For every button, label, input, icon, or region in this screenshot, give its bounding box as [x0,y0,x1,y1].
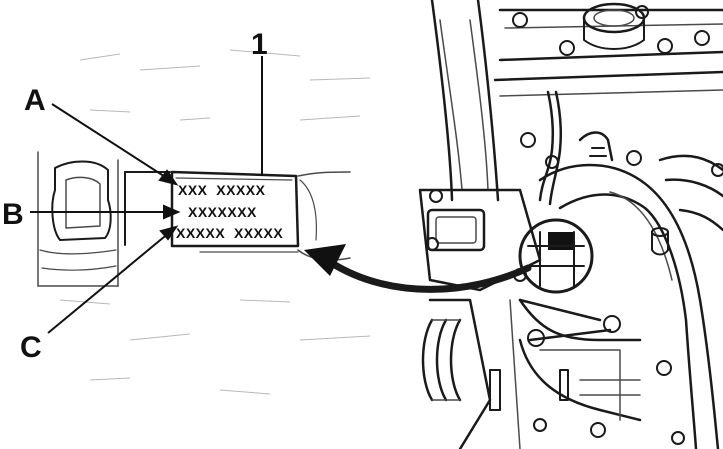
paper-texture [59,49,371,395]
callout-1: 1 [251,28,268,61]
callout-c: C [20,331,42,364]
plate-line-b: XXXXXXX [188,204,257,220]
plate-line-a: XXX XXXXX [178,182,266,198]
arrowhead-b [163,204,181,220]
leader-c [47,231,171,334]
arrowhead-a [158,169,179,186]
arrowhead-c [159,225,179,241]
id-plate [170,170,300,248]
plate-line-c: XXXXX XXXXX [176,225,283,241]
detail-block-outline [37,151,351,287]
callout-leaders [30,56,263,334]
callout-b: B [2,198,24,231]
leader-a [51,103,171,181]
engine-drawing [418,0,723,449]
callout-a: A [24,84,46,117]
plate-location-marker [548,232,574,250]
